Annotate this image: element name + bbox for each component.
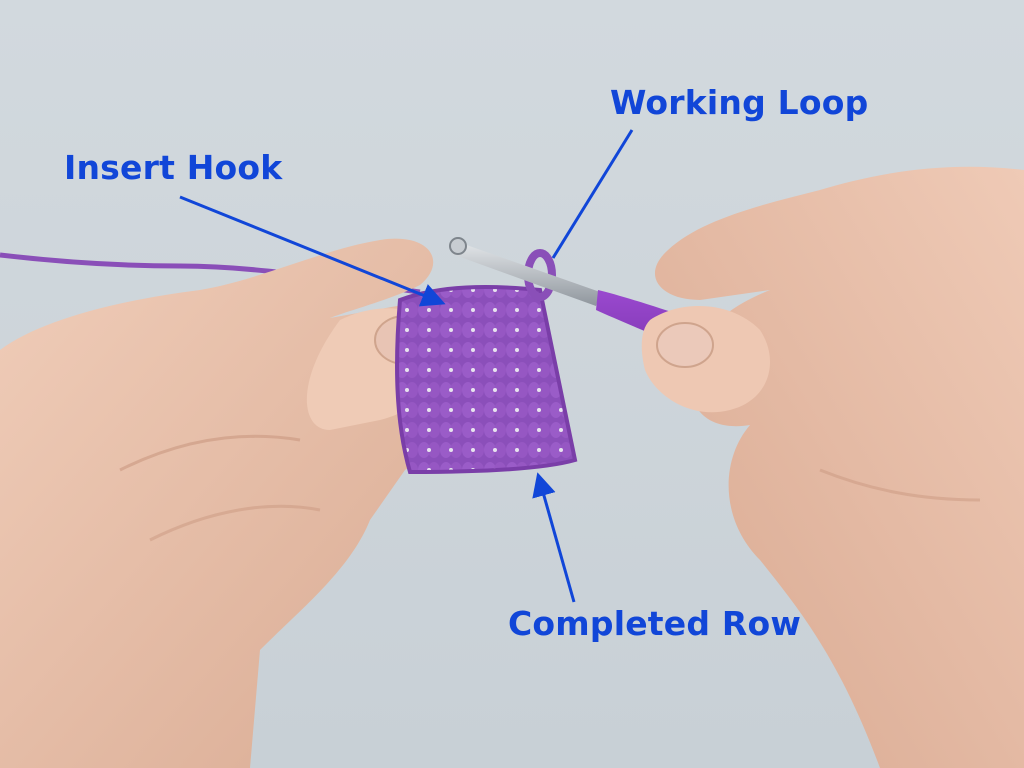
insert-hook-label: Insert Hook	[64, 148, 283, 187]
crochet-swatch	[395, 285, 578, 475]
completed-row-label: Completed Row	[508, 604, 802, 643]
right-hand	[641, 166, 1024, 768]
working-loop-label: Working Loop	[610, 83, 869, 122]
